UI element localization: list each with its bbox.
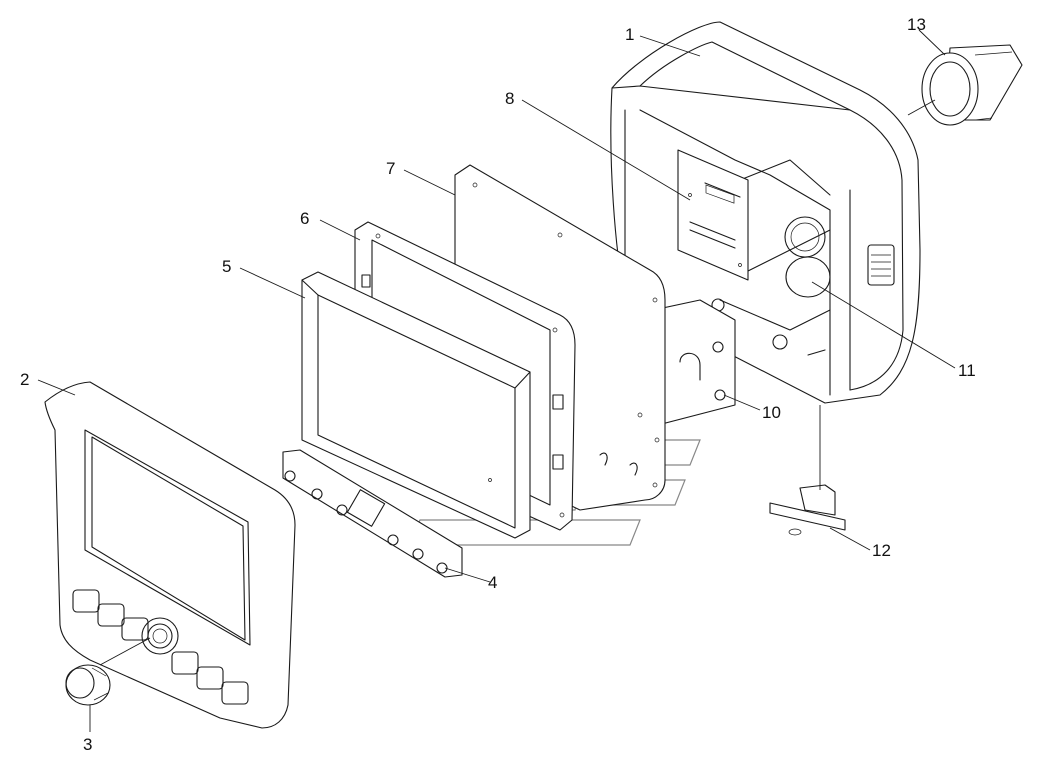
part-13-grommet [921,44,1023,126]
part-5-lcd-panel [301,271,531,539]
callout-8: 8 [505,89,514,108]
leader-lines [37,29,956,732]
callout-6: 6 [300,209,309,228]
callout-4: 4 [488,573,497,592]
callout-12: 12 [872,541,891,560]
bezel-buttons [72,589,249,705]
callout-2: 2 [20,370,29,389]
callout-5: 5 [222,257,231,276]
part-3-knob [65,664,111,706]
callout-numbers: 1 2 3 4 5 6 7 8 10 11 12 13 [20,15,976,754]
callout-7: 7 [386,159,395,178]
callout-10: 10 [762,403,781,422]
callout-13: 13 [907,15,926,34]
part-4-button-pcb [282,449,463,578]
part-8-circuit-board [677,149,749,281]
callout-1: 1 [625,25,634,44]
callout-3: 3 [83,735,92,754]
callout-11: 11 [958,361,976,380]
part-2-front-bezel [44,381,296,729]
part-12-clip [769,484,846,536]
